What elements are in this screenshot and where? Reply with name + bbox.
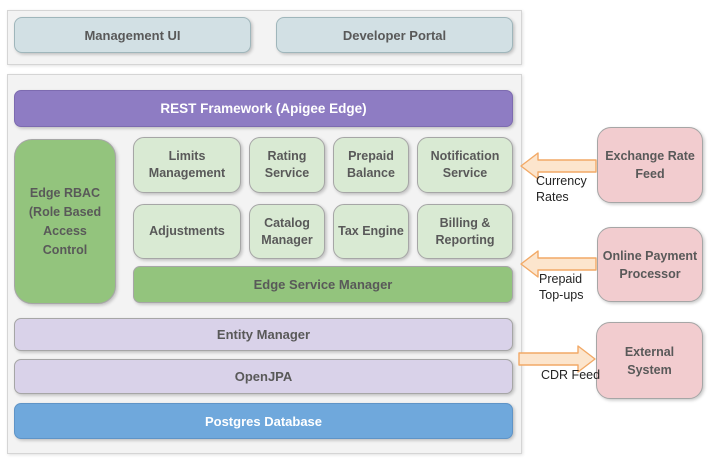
node-external-system-label: External System xyxy=(624,344,675,377)
node-catalog-manager: Catalog Manager xyxy=(249,204,325,259)
client-layer-container: Management UI Developer Portal xyxy=(7,10,522,65)
node-developer-portal: Developer Portal xyxy=(276,17,513,53)
node-rest-framework-label: REST Framework (Apigee Edge) xyxy=(160,101,367,116)
node-edge-service-manager-label: Edge Service Manager xyxy=(253,277,393,292)
node-edge-rbac-line3: Access xyxy=(43,223,87,238)
prepaid-topups-label: Prepaid Top-ups xyxy=(539,272,584,302)
node-limits-management: Limits Management xyxy=(133,137,241,193)
node-postgres-database: Postgres Database xyxy=(14,403,513,439)
node-management-ui-label: Management UI xyxy=(84,27,181,43)
node-online-payment-processor: Online Payment Processor xyxy=(597,227,703,302)
node-edge-rbac-line1: Edge RBAC xyxy=(29,185,101,200)
node-notification-service: Notification Service xyxy=(417,137,513,193)
node-billing-reporting: Billing & Reporting xyxy=(417,204,513,259)
node-openjpa: OpenJPA xyxy=(14,359,513,394)
node-edge-service-manager: Edge Service Manager xyxy=(133,266,513,303)
node-edge-rbac: Edge RBAC (Role Based Access Control xyxy=(14,139,116,304)
node-tax-engine: Tax Engine xyxy=(333,204,409,259)
node-rating-service: Rating Service xyxy=(249,137,325,193)
node-prepaid-balance: Prepaid Balance xyxy=(333,137,409,193)
node-rest-framework: REST Framework (Apigee Edge) xyxy=(14,90,513,127)
cdr-feed-label: CDR Feed xyxy=(541,368,601,382)
node-edge-rbac-line2: (Role Based xyxy=(28,204,102,219)
prepaid-topups-arrow-icon xyxy=(520,250,597,278)
cdr-feed-arrow-icon xyxy=(518,345,596,373)
node-adjustments: Adjustments xyxy=(133,204,241,259)
platform-container: REST Framework (Apigee Edge) Edge RBAC (… xyxy=(7,74,522,454)
currency-rates-arrow-icon xyxy=(520,152,597,180)
node-postgres-database-label: Postgres Database xyxy=(204,413,323,429)
node-developer-portal-label: Developer Portal xyxy=(342,27,447,43)
node-exchange-rate-feed-label: Exchange Rate Feed xyxy=(605,149,695,181)
services-grid: Limits Management Rating Service Prepaid… xyxy=(133,137,513,259)
node-management-ui: Management UI xyxy=(14,17,251,53)
node-exchange-rate-feed: Exchange Rate Feed xyxy=(597,127,703,203)
node-external-system: External System xyxy=(596,322,703,399)
node-openjpa-label: OpenJPA xyxy=(234,369,293,384)
currency-rates-label: Currency Rates xyxy=(536,174,587,204)
node-online-payment-processor-label: Online Payment Processor xyxy=(602,248,698,281)
node-edge-rbac-line4: Control xyxy=(42,242,88,257)
node-entity-manager: Entity Manager xyxy=(14,318,513,351)
node-entity-manager-label: Entity Manager xyxy=(216,327,311,342)
